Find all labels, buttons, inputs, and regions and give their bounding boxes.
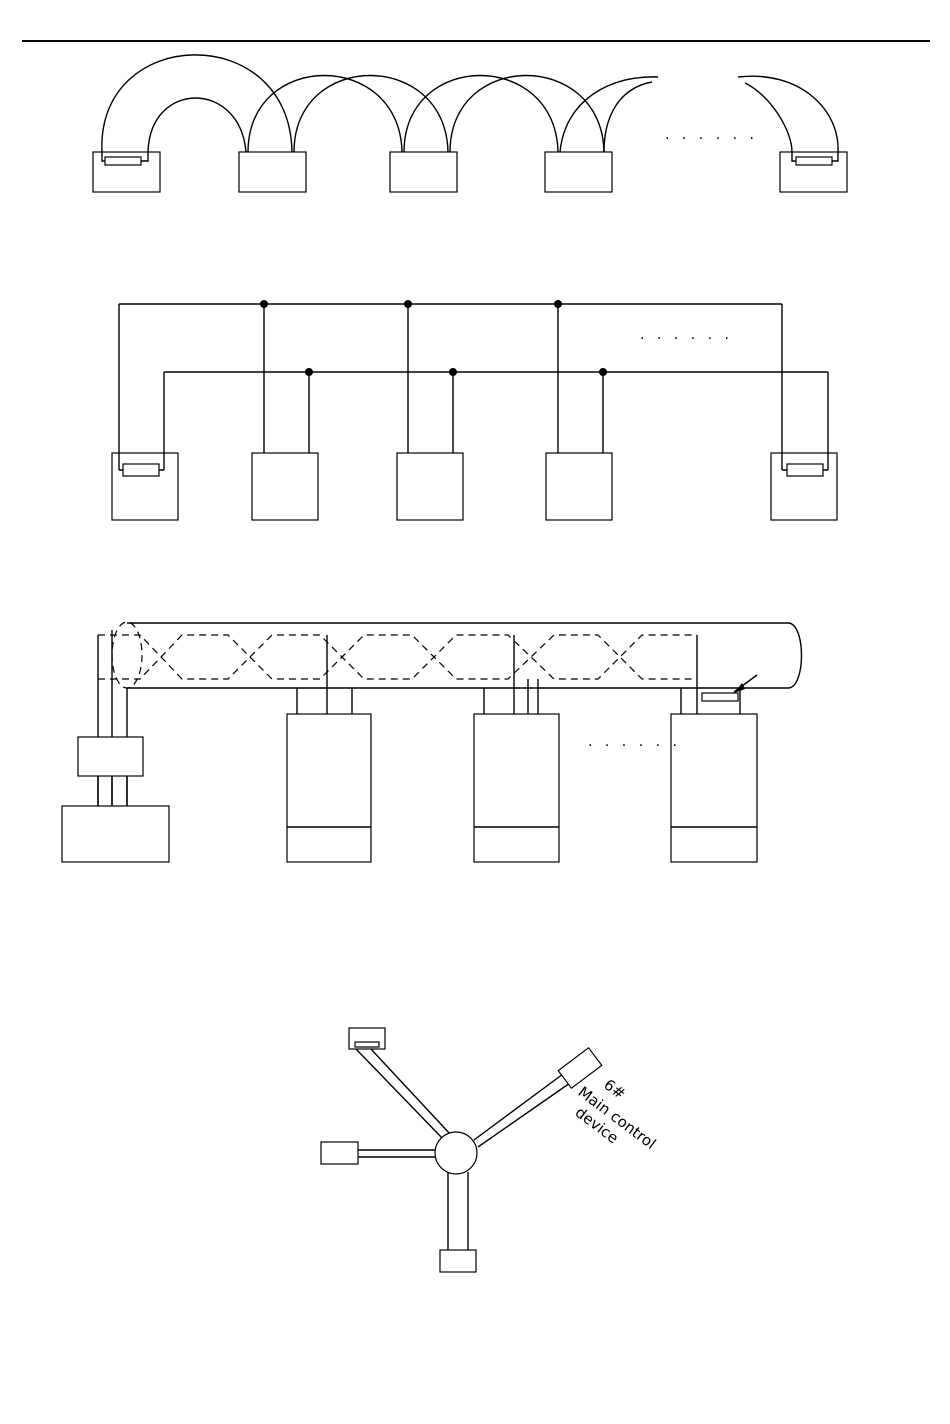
terminal-resistor	[355, 1042, 379, 1047]
unit-box	[474, 714, 559, 862]
cable-arc	[148, 98, 246, 152]
cable-arc	[450, 76, 604, 153]
cable-arc	[294, 76, 448, 153]
branch-line	[478, 1083, 570, 1147]
converter-box	[78, 737, 143, 776]
terminal-resistor	[123, 464, 159, 476]
unit-box	[239, 152, 306, 192]
unit-box	[440, 1250, 476, 1272]
star-diagram: 6# Main control device	[321, 1028, 659, 1272]
terminal-resistor	[787, 464, 823, 476]
cable-arc-open	[604, 82, 652, 152]
cable-arc-open	[560, 77, 658, 152]
twisted-wire-a	[98, 635, 697, 679]
unit-box	[390, 152, 457, 192]
branch-line	[355, 1048, 444, 1140]
unit-box	[112, 453, 178, 520]
main-control-box	[558, 1048, 602, 1088]
terminal-resistor	[105, 157, 141, 165]
junction-dot	[449, 368, 457, 376]
junction-dot	[404, 300, 412, 308]
ellipsis-1: · · · · · ·	[665, 131, 758, 147]
junction-dot	[260, 300, 268, 308]
ellipsis-2: · · · · · ·	[640, 331, 733, 347]
branch-line	[474, 1074, 563, 1140]
terminal-resistor	[702, 693, 738, 701]
shielded-cable-diagram: · · · · · ·	[62, 622, 802, 862]
unit-box	[252, 453, 318, 520]
unit-box	[545, 152, 612, 192]
unit-box	[671, 714, 757, 862]
unit-box	[397, 453, 463, 520]
unit-box	[771, 453, 837, 520]
branch-line	[370, 1048, 451, 1135]
unit-box	[546, 453, 612, 520]
hub-circle	[435, 1132, 477, 1174]
ellipsis-3: · · · · · ·	[588, 738, 681, 754]
bus-diagram: · · · · · ·	[112, 300, 837, 520]
cable-arc	[404, 76, 558, 153]
junction-dot	[305, 368, 313, 376]
daisy-chain-diagram: · · · · · ·	[93, 55, 847, 192]
unit-box	[321, 1142, 358, 1164]
twisted-wire-b	[98, 635, 697, 679]
cable-arc	[248, 76, 402, 153]
shield-ellipse	[112, 622, 142, 688]
controller-box	[62, 806, 169, 862]
junction-dot	[599, 368, 607, 376]
junction-dot	[554, 300, 562, 308]
terminal-resistor	[796, 157, 832, 165]
unit-box	[287, 714, 371, 862]
